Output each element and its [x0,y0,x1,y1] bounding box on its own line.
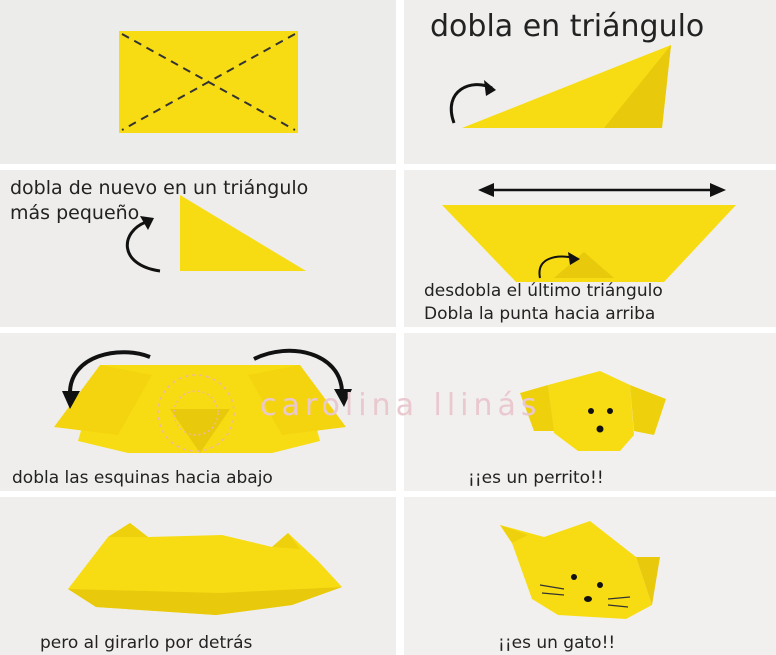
step-8-caption: ¡¡es un gato!! [498,633,616,653]
flipped-back-illustration [68,523,342,615]
fold-arrow-icon [125,220,161,273]
square-paper-illustration [119,31,298,133]
step-7-caption: pero al girarlo por detrás [40,633,253,653]
step-4-caption-line-2: Dobla la punta hacia arriba [424,304,656,324]
step-6-caption: ¡¡es un perrito!! [468,468,604,488]
step-3-panel: dobla de nuevo en un triángulo más peque… [0,170,396,327]
step-2-caption: dobla en triángulo [430,9,705,44]
step-4-caption-line-1: desdobla el último triángulo [424,281,663,301]
dog-nose-icon [596,425,604,433]
small-triangle-illustration [125,195,306,273]
step-4-panel: desdobla el último triángulo Dobla la pu… [404,170,776,327]
cat-face-illustration [500,521,660,619]
step-7-panel: pero al girarlo por detrás [0,497,396,655]
step-8-panel: ¡¡es un gato!! [404,497,776,655]
step-3-caption-line-1: dobla de nuevo en un triángulo [10,177,309,199]
watermark: carolina llinás [260,388,542,423]
watermark-flower-icon [157,374,235,452]
unfolded-triangle-illustration [442,183,736,282]
step-6-panel: ¡¡es un perrito!! [404,333,776,491]
step-5-panel: dobla las esquinas hacia abajo [0,333,396,491]
fold-down-left-arrow-icon [68,350,151,394]
step-2-panel: dobla en triángulo [404,0,776,164]
cat-whiskers-icon [539,584,631,608]
fold-down-right-arrow-icon [253,348,344,392]
triangle-fold-illustration [449,45,671,128]
step-3-caption-line-2: más pequeño [10,202,140,224]
dog-folding-illustration [54,348,352,453]
step-1-panel [0,0,396,164]
step-5-caption: dobla las esquinas hacia abajo [12,468,273,488]
cat-nose-icon [584,596,592,602]
dog-face-illustration [520,371,666,451]
